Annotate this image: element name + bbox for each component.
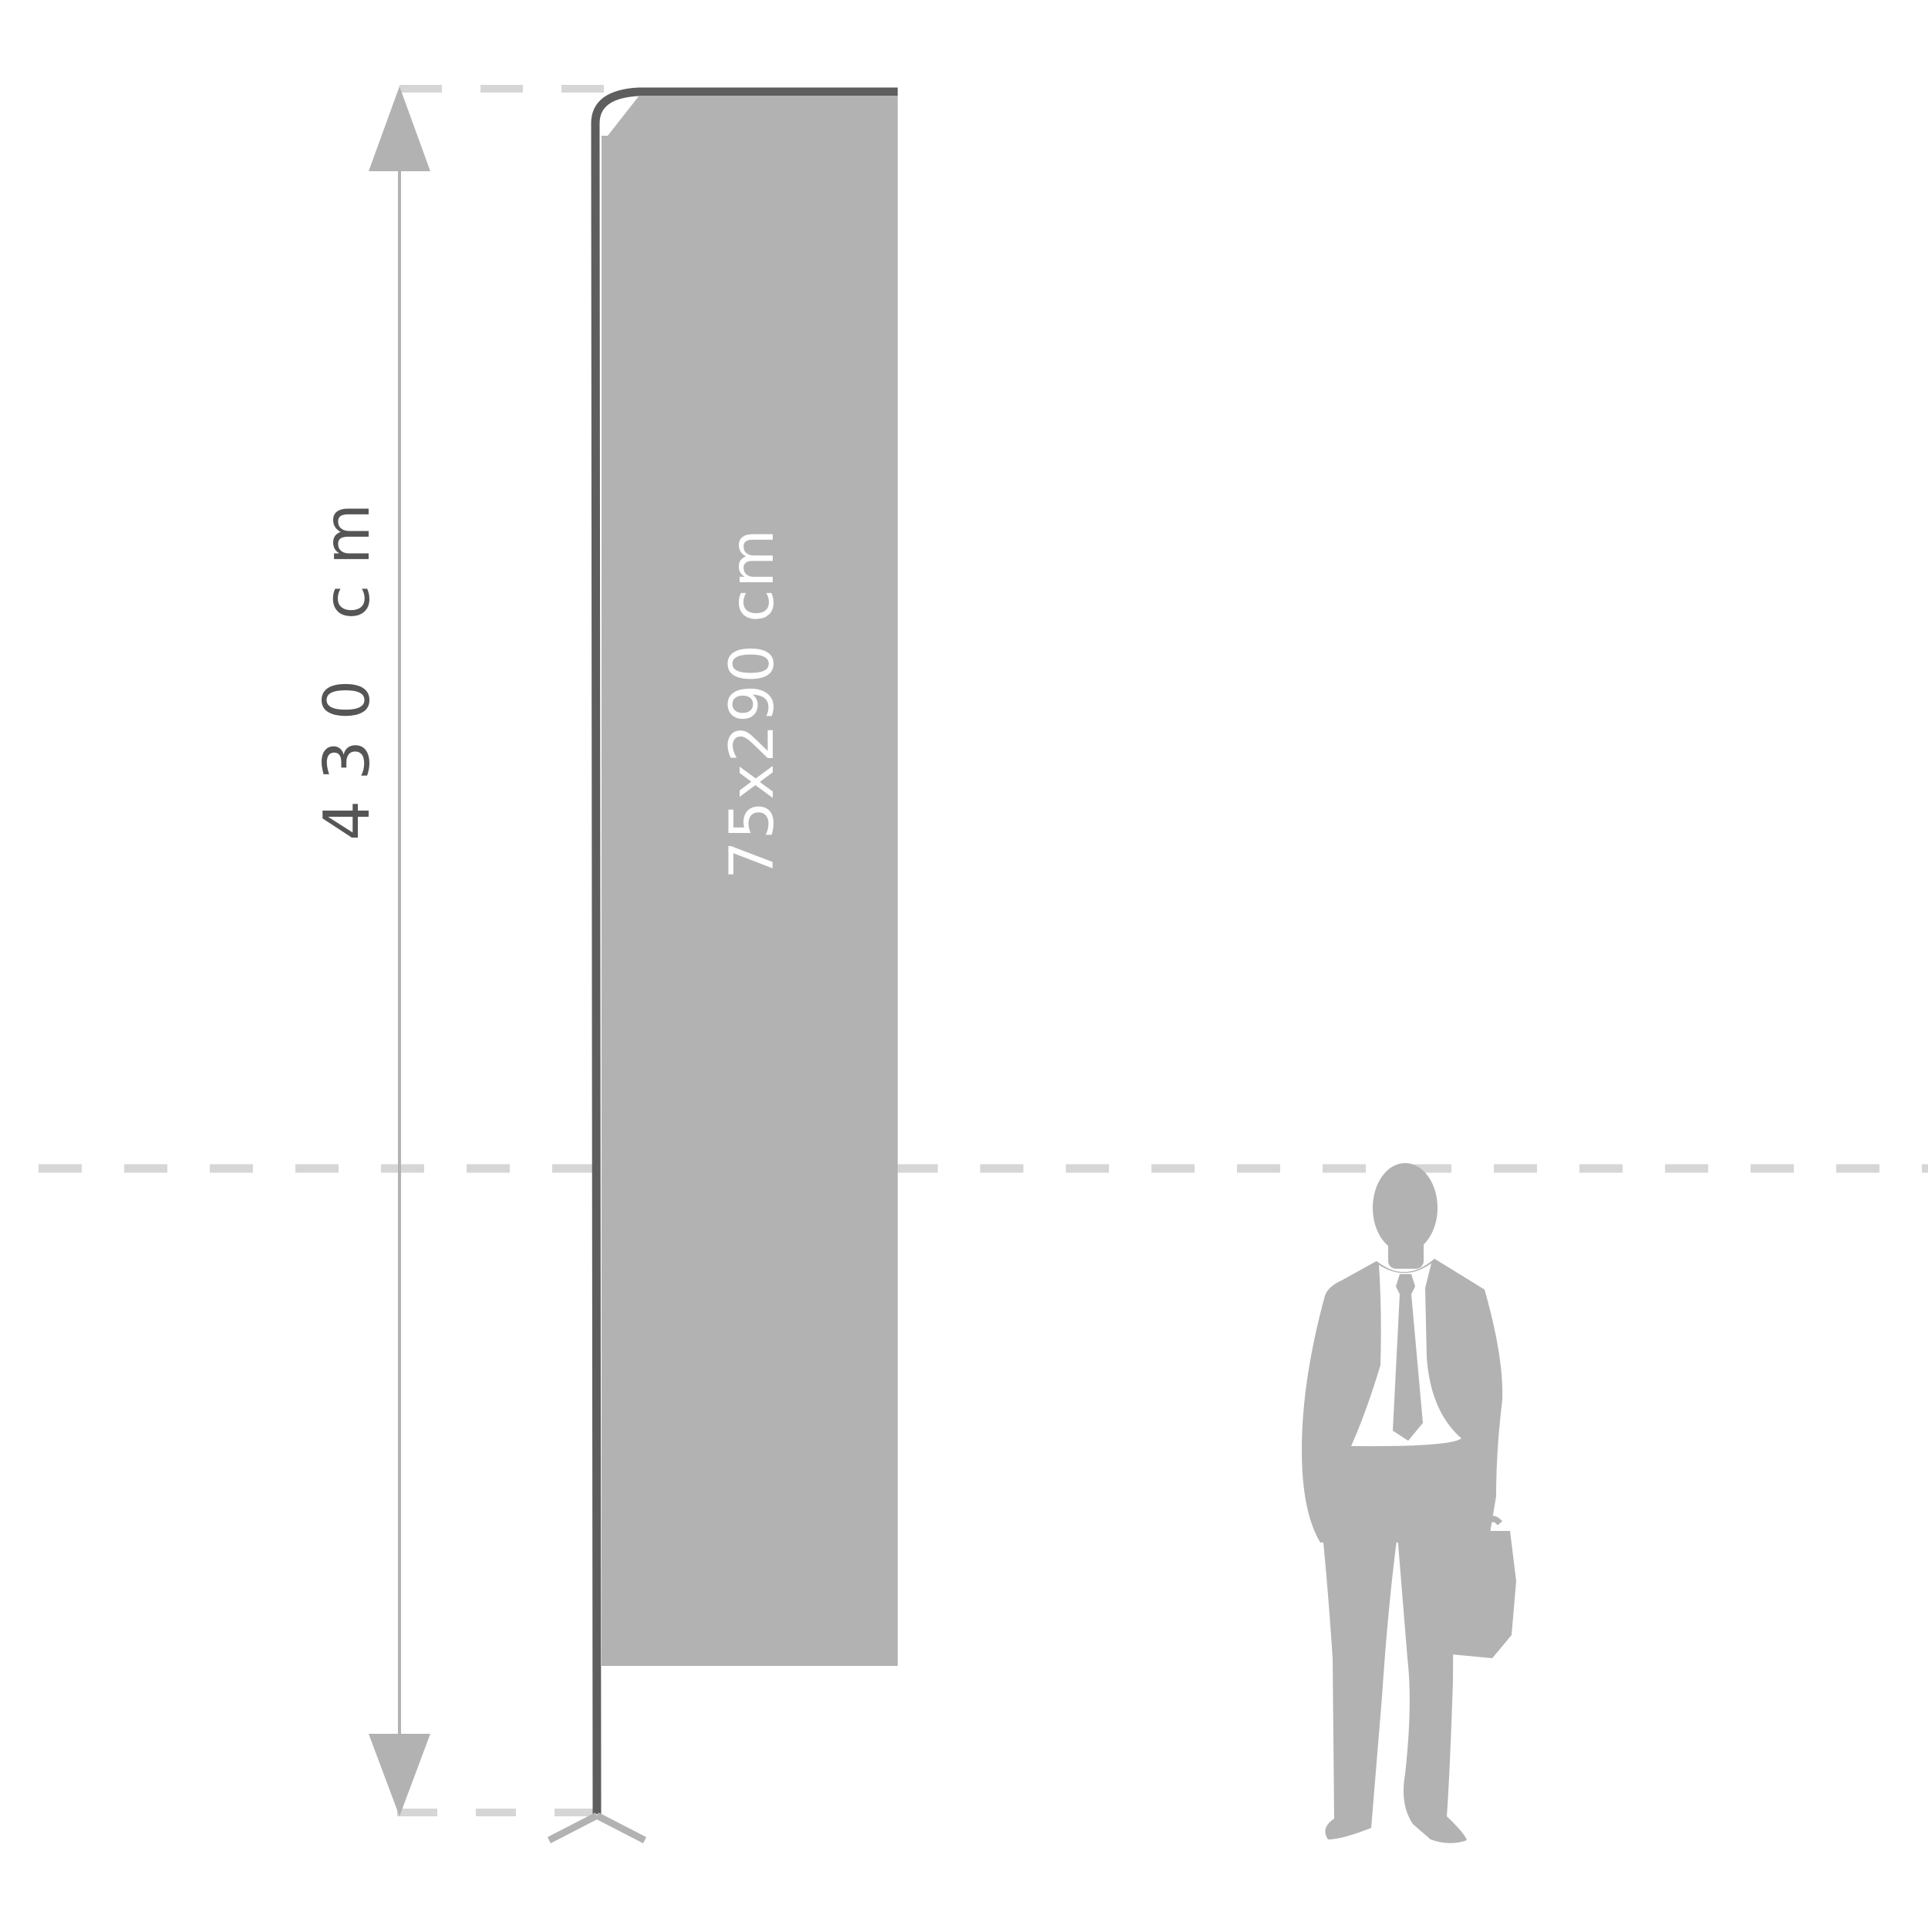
flag-size-label: 75x290 cm	[718, 528, 787, 879]
businessman-silhouette-icon	[1302, 1163, 1516, 1843]
arrow-down-icon	[369, 1734, 430, 1816]
total-height-label: 430 cm	[311, 483, 384, 841]
arrow-up-icon	[369, 86, 430, 171]
flag-fabric	[602, 96, 898, 1666]
cross-base-icon	[547, 1812, 647, 1843]
tie	[1393, 1274, 1423, 1441]
flag-pole	[591, 87, 898, 1815]
